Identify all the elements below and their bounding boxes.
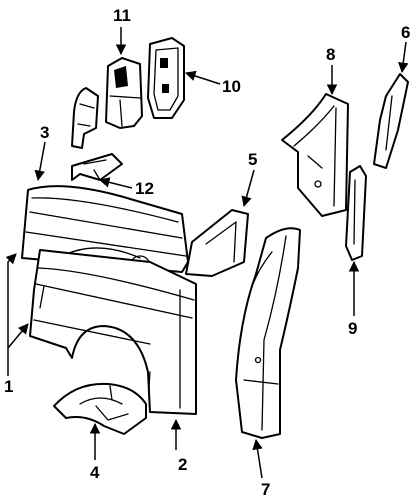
- callout-9: 9: [348, 319, 357, 338]
- leader-lines: [5, 27, 409, 479]
- callout-8: 8: [326, 45, 335, 64]
- callout-10: 10: [222, 77, 241, 96]
- part-9-lock-pillar: [345, 165, 367, 261]
- callout-11: 11: [113, 6, 131, 25]
- part-5-pillar-cap: [185, 209, 249, 277]
- part-10-inner-panel: [147, 37, 185, 119]
- callout-6: 6: [401, 23, 410, 42]
- part-4-wheelhouse: [53, 382, 147, 435]
- callout-5: 5: [248, 150, 257, 169]
- part-6-roof-rail: [373, 73, 409, 169]
- callout-4: 4: [90, 463, 100, 482]
- brace-reinforcement: [71, 87, 99, 149]
- callout-12: 12: [135, 179, 154, 198]
- callout-1: 1: [4, 377, 13, 396]
- callout-2: 2: [178, 455, 187, 474]
- part-7-hinge-pillar: [235, 227, 301, 439]
- part-3-outer-quarter-panel: [21, 185, 189, 277]
- part-8-pillar-panel: [281, 93, 349, 217]
- part-12-bracket: [71, 153, 123, 181]
- callout-7: 7: [261, 480, 270, 499]
- part-2-quarter-panel-lower: [29, 249, 197, 415]
- part-11-inner-pillar: [105, 57, 143, 129]
- callout-labels: 11 10 8 6 3 5 12 9 1 2 4 7: [4, 6, 410, 499]
- callout-3: 3: [40, 123, 49, 142]
